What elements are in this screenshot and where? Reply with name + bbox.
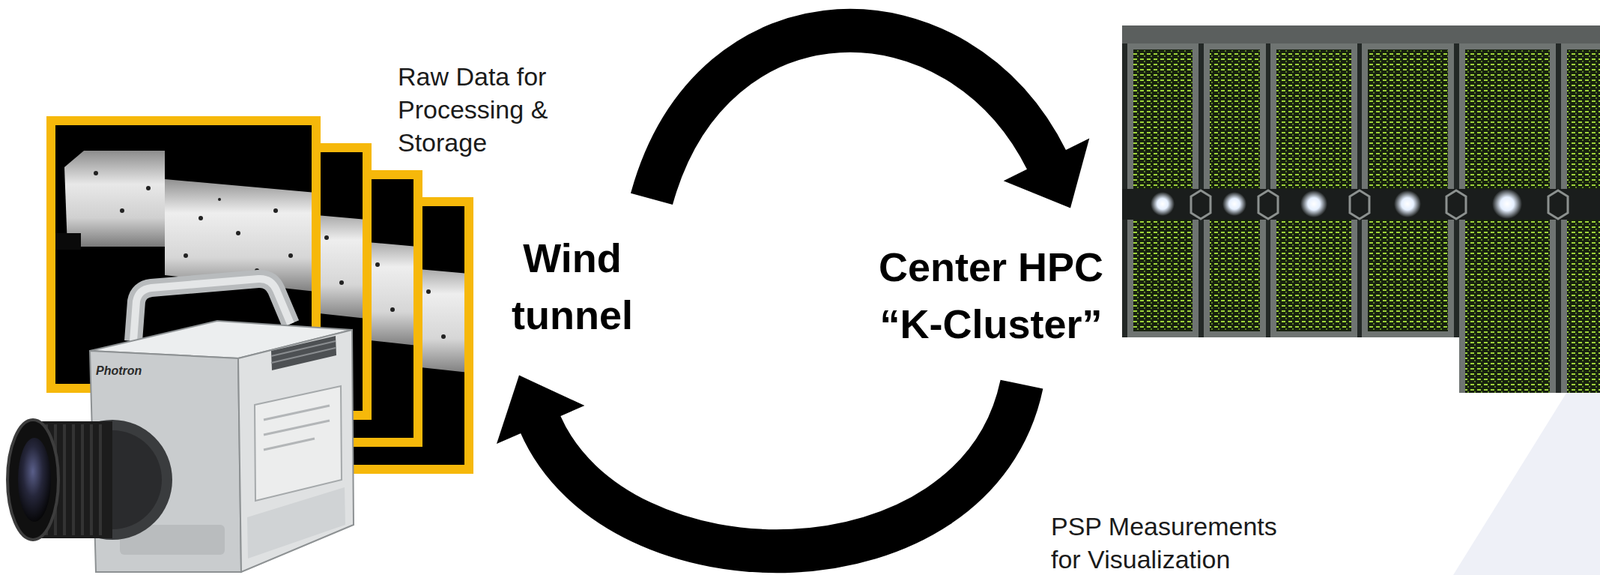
brand-label: Photron xyxy=(95,364,142,378)
hpc-cluster-photo-part xyxy=(1492,188,1523,219)
arrow-shaft xyxy=(651,30,1048,200)
high-speed-camera-part xyxy=(17,437,51,522)
high-speed-camera-part xyxy=(263,438,315,450)
hpc-cluster-photo-part xyxy=(1122,25,1600,44)
high-speed-camera-part xyxy=(254,385,342,501)
high-speed-camera-part xyxy=(263,405,330,420)
hpc-cluster-photo-part xyxy=(1122,25,1600,393)
node-title: Wind tunnel xyxy=(489,229,655,344)
high-speed-camera-part xyxy=(238,329,354,572)
hpc-cluster-photo-part xyxy=(1300,190,1328,218)
high-speed-camera-part xyxy=(98,423,102,535)
stage-node: Center HPC “K-Cluster” xyxy=(855,216,1127,375)
high-speed-camera-part xyxy=(263,420,330,435)
curved-arrow xyxy=(496,375,1022,552)
curved-arrow xyxy=(651,30,1090,209)
node-title: Center HPC “K-Cluster” xyxy=(867,238,1115,353)
high-speed-camera-part xyxy=(7,419,59,540)
hpc-cluster-photo-part xyxy=(1394,190,1421,218)
hpc-cluster-photo xyxy=(1122,25,1600,393)
high-speed-camera-part xyxy=(71,423,75,535)
stage-node: Wind tunnel xyxy=(477,207,667,366)
arrow-head xyxy=(496,375,585,444)
hpc-cluster-photo-part xyxy=(1465,49,1550,393)
high-speed-camera xyxy=(7,278,354,572)
edge-label: Raw Data for Processing & Storage xyxy=(397,59,571,159)
arrow-shaft xyxy=(540,384,1022,552)
arrow-head xyxy=(1003,138,1090,209)
hpc-cluster-photo-part xyxy=(1349,190,1370,219)
high-speed-camera-part xyxy=(62,423,66,535)
hpc-cluster-photo-part xyxy=(1258,190,1278,219)
high-speed-camera-part xyxy=(80,423,84,535)
high-speed-camera-part xyxy=(271,335,337,371)
hpc-cluster-photo-part xyxy=(1150,191,1175,216)
high-speed-camera-part xyxy=(271,340,336,356)
hpc-cluster-photo-part xyxy=(1446,190,1466,219)
high-speed-camera-part xyxy=(271,347,336,363)
hpc-cluster-photo-part xyxy=(1122,188,1600,220)
hpc-cluster-photo-part xyxy=(1191,190,1211,219)
hpc-cluster-photo-part xyxy=(1548,190,1568,219)
hpc-cluster-photo-part xyxy=(1222,191,1247,216)
high-speed-camera-part xyxy=(247,486,346,559)
hpc-cluster-photo-part xyxy=(1567,49,1600,393)
edge-label: PSP Measurements for Visualization xyxy=(1050,509,1306,575)
high-speed-camera-part xyxy=(89,423,93,535)
